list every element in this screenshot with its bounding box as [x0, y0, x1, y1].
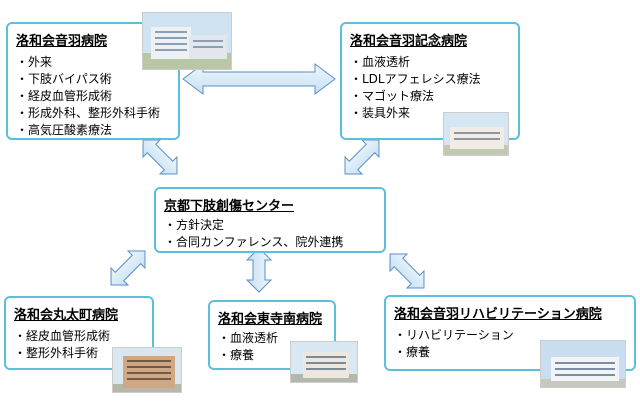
arrow-kinen-center	[344, 139, 380, 175]
box-center: 京都下肢創傷センター ・方針決定 ・合同カンファレンス、院外連携	[154, 187, 386, 253]
marutamachi-photo	[112, 347, 182, 393]
otowa-kinen-services: ・血液透析 ・LDLアフェレシス療法 ・マゴット療法 ・装具外来	[350, 54, 481, 122]
higashi-title: 洛和会東寺南病院	[218, 312, 323, 327]
function-item: ・合同カンファレンス、院外連携	[164, 235, 344, 249]
service-item: ・療養	[394, 345, 431, 359]
service-item: ・マゴット療法	[350, 89, 435, 103]
center-title: 京都下肢創傷センター	[164, 199, 295, 214]
service-item: ・下肢バイパス術	[16, 72, 112, 86]
service-item: ・リハビリテーション	[394, 328, 514, 342]
service-item: ・血液透析	[350, 55, 411, 69]
service-item: ・経皮血管形成術	[16, 89, 113, 103]
higashi-photo	[290, 341, 358, 383]
service-item: ・血液透析	[218, 331, 279, 345]
arrow-otowa-center	[142, 139, 178, 175]
marutamachi-title: 洛和会丸太町病院	[14, 308, 119, 323]
otowa-kinen-photo	[443, 112, 509, 156]
rehab-photo	[540, 340, 626, 388]
center-functions: ・方針決定 ・合同カンファレンス、院外連携	[164, 217, 343, 251]
function-item: ・方針決定	[164, 218, 225, 232]
box-otowa-kinen-hospital: 洛和会音羽記念病院 ・血液透析 ・LDLアフェレシス療法 ・マゴット療法 ・装具…	[340, 22, 520, 140]
service-item: ・LDLアフェレシス療法	[350, 72, 481, 86]
rehab-title: 洛和会音羽リハビリテーション病院	[394, 307, 602, 322]
otowa-hospital-photo	[142, 12, 232, 70]
service-item: ・療養	[218, 348, 255, 362]
marutamachi-services: ・経皮血管形成術 ・整形外科手術	[14, 328, 110, 362]
otowa-hospital-title: 洛和会音羽病院	[16, 34, 108, 49]
otowa-kinen-title: 洛和会音羽記念病院	[350, 34, 468, 49]
service-item: ・外来	[16, 55, 53, 69]
arrow-center-rehab	[389, 253, 425, 289]
service-item: ・装具外来	[350, 106, 411, 120]
service-item: ・形成外科、整形外科手術	[16, 106, 161, 120]
service-item: ・整形外科手術	[14, 346, 99, 360]
higashi-services: ・血液透析 ・療養	[218, 330, 278, 364]
arrow-center-marutamachi	[110, 250, 146, 286]
box-otowa-hospital: 洛和会音羽病院 ・外来 ・下肢バイパス術 ・経皮血管形成術 ・形成外科、整形外科…	[6, 22, 180, 140]
rehab-services: ・リハビリテーション ・療養	[394, 327, 514, 361]
service-item: ・高気圧酸素療法	[16, 123, 113, 137]
otowa-hospital-services: ・外来 ・下肢バイパス術 ・経皮血管形成術 ・形成外科、整形外科手術 ・高気圧酸…	[16, 54, 160, 139]
service-item: ・経皮血管形成術	[14, 329, 111, 343]
arrow-center-higashi	[245, 247, 273, 293]
